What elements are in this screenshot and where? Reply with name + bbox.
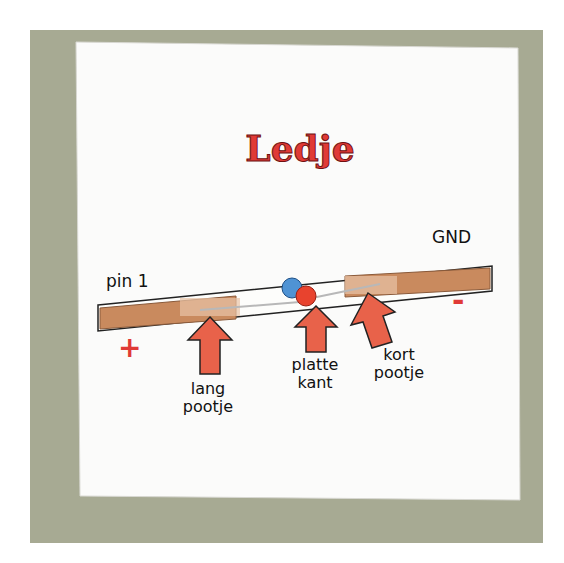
arrow [351, 293, 395, 348]
callout-text: platte kant [282, 356, 348, 393]
title: Ledje [200, 128, 400, 169]
pin-name: GND [432, 228, 471, 248]
led-long-leg [200, 302, 300, 310]
callout-text: kort pootje [366, 346, 432, 383]
arrow [295, 306, 337, 352]
arrow [188, 317, 232, 374]
polarity-sign: - [452, 284, 464, 319]
polarity-sign: + [118, 332, 141, 364]
paper-card [76, 42, 520, 500]
led-dome [296, 286, 316, 306]
callout-text: lang pootje [176, 380, 240, 417]
strip-band [98, 266, 492, 331]
pin-name: pin 1 [106, 272, 149, 292]
copper-tape-right [345, 268, 490, 297]
photo-background [30, 30, 543, 543]
